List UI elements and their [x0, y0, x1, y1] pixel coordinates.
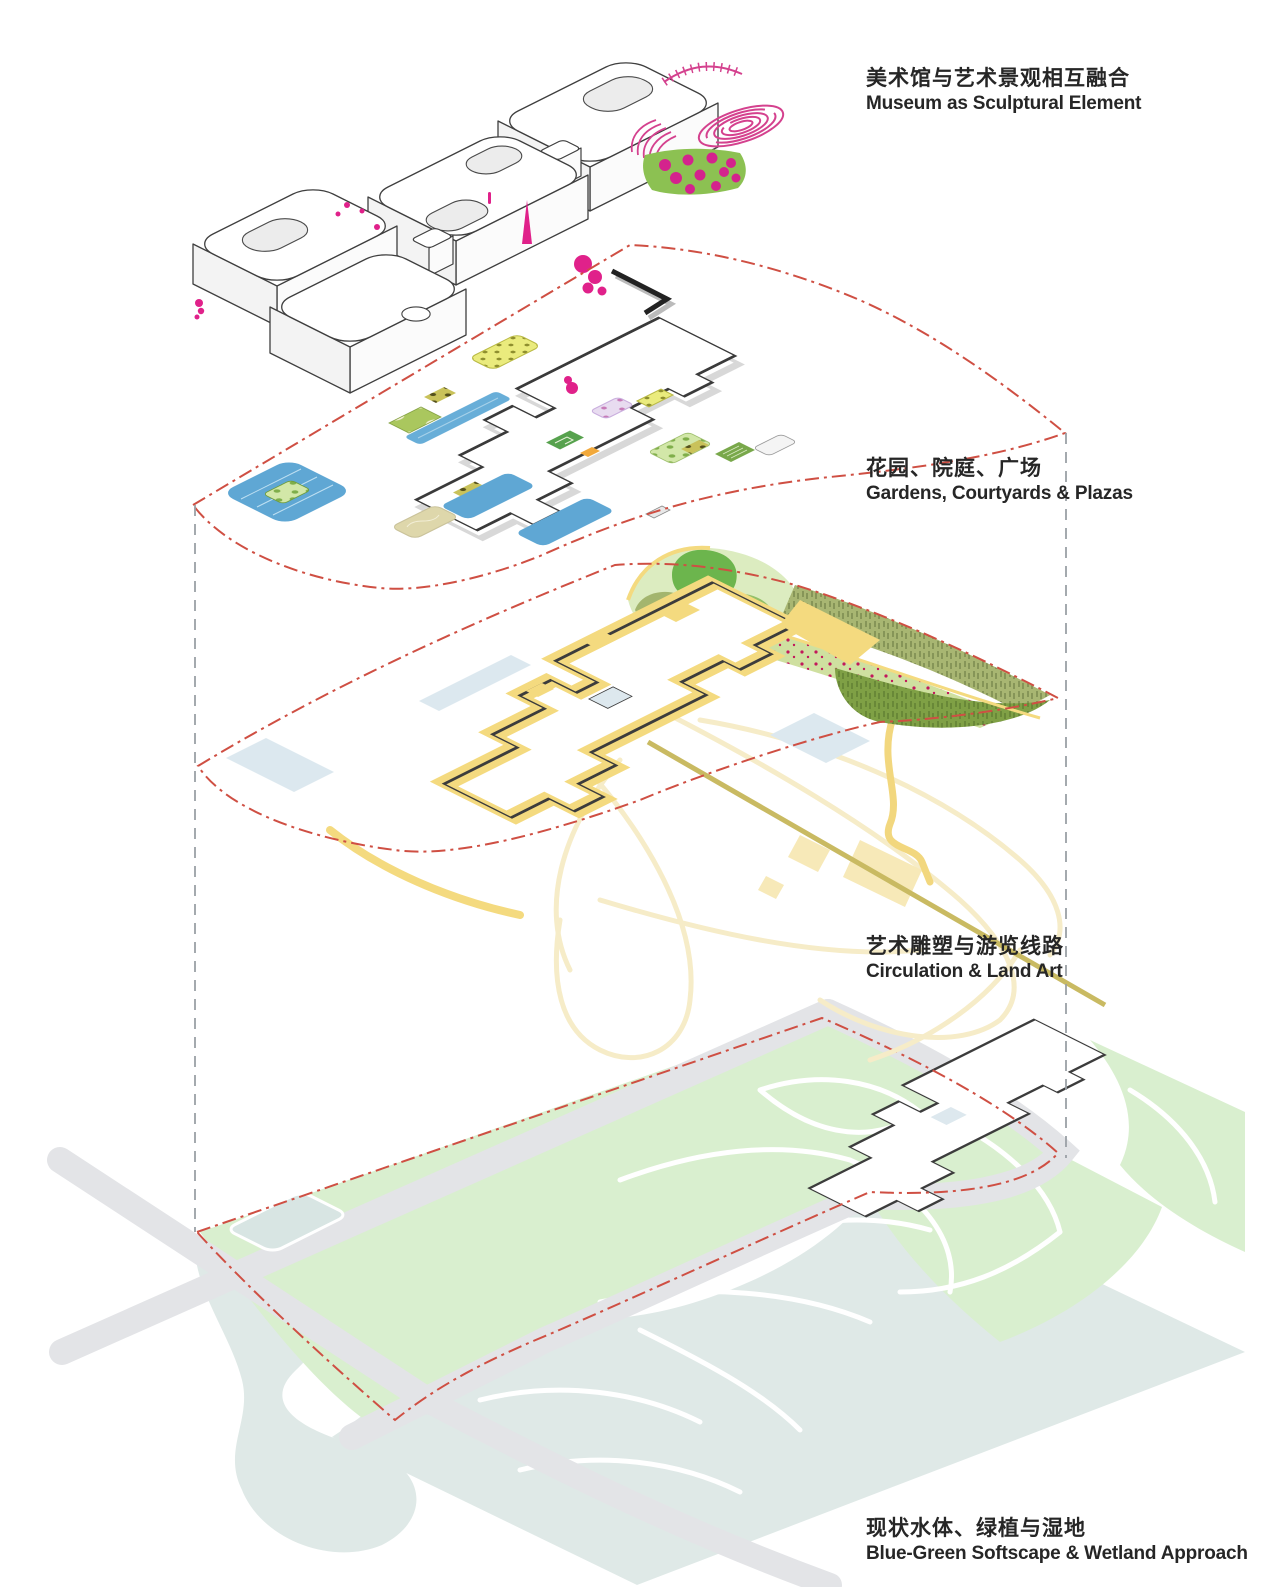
label-museum: 美术馆与艺术景观相互融合 Museum as Sculptural Elemen… — [866, 66, 1141, 116]
building-footprint-circulation — [377, 582, 873, 830]
yellow-path-left — [326, 826, 524, 919]
patch-olive-b — [453, 481, 487, 499]
band-trees — [780, 585, 1050, 712]
pool-2 — [518, 498, 612, 546]
landart-fingerprint — [697, 104, 785, 148]
label-wetland-en: Blue-Green Softscape & Wetland Approach — [866, 1543, 1248, 1564]
patch-green-terrace — [715, 442, 755, 462]
label-wetland-zh: 现状水体、绿植与湿地 — [866, 1517, 1086, 1540]
patch-khaki-terrazzo — [391, 505, 459, 539]
label-museum-zh: 美术馆与艺术景观相互融合 — [866, 67, 1130, 90]
courtyard-plazas — [526, 600, 880, 697]
swimming-pool — [228, 462, 346, 522]
layer-gardens — [191, 243, 1068, 590]
pond — [226, 1191, 348, 1252]
pool-1 — [443, 473, 533, 519]
label-circulation: 艺术雕塑与游览线路 Circulation & Land Art — [866, 934, 1064, 984]
pool-strip — [419, 655, 531, 711]
patch-lavender — [590, 397, 634, 419]
patch-olive-a — [424, 387, 456, 403]
museum-link-1 — [411, 228, 454, 277]
layer-museum — [192, 57, 785, 394]
band-separator-path — [759, 626, 1041, 720]
patch-darkgreen — [546, 430, 584, 450]
label-gardens: 花园、院庭、广场 Gardens, Courtyards & Plazas — [866, 456, 1133, 506]
wall-shadow — [614, 273, 677, 321]
site-boundary-circulation — [196, 562, 1061, 853]
pool-a — [226, 738, 334, 792]
canal-blue — [406, 392, 510, 444]
building-footprint-wetland — [751, 1017, 1171, 1229]
landart-green-patch — [643, 148, 746, 195]
garden-wall — [610, 268, 673, 316]
khaki-bridge-line — [646, 739, 1107, 1008]
site-boundary-wetland — [195, 1016, 1060, 1422]
landart-scribble — [661, 61, 744, 86]
patch-yellow-stipple — [469, 334, 541, 370]
connector-lines — [194, 433, 1067, 1232]
museum-block-sw — [269, 249, 467, 394]
label-circulation-en: Circulation & Land Art — [866, 961, 1063, 982]
patch-olive-c — [681, 440, 709, 454]
label-gardens-zh: 花园、院庭、广场 — [866, 457, 1042, 480]
patch-garden-green — [389, 407, 441, 433]
sculpture-trees — [564, 255, 607, 394]
label-wetland: 现状水体、绿植与湿地 Blue-Green Softscape & Wetlan… — [866, 1516, 1248, 1566]
label-gardens-en: Gardens, Courtyards & Plazas — [866, 483, 1133, 504]
layer-circulation — [196, 545, 1107, 1063]
patch-green-dots-big — [648, 432, 712, 464]
park-green — [200, 1012, 1065, 1430]
patch-yellow-hatch — [637, 389, 673, 407]
sculpture-roof-accents — [194, 192, 532, 320]
water-finger — [196, 1230, 417, 1553]
label-circulation-zh: 艺术雕塑与游览线路 — [866, 935, 1064, 958]
park-green-ne — [1090, 1040, 1245, 1252]
band-olive — [835, 668, 1050, 728]
main-yellow-path — [884, 714, 934, 886]
layer-wetland — [47, 999, 1245, 1587]
label-museum-en: Museum as Sculptural Element — [866, 93, 1142, 114]
roads — [47, 999, 1080, 1587]
patch-white-slab — [753, 434, 797, 456]
patch-orange — [580, 447, 600, 457]
